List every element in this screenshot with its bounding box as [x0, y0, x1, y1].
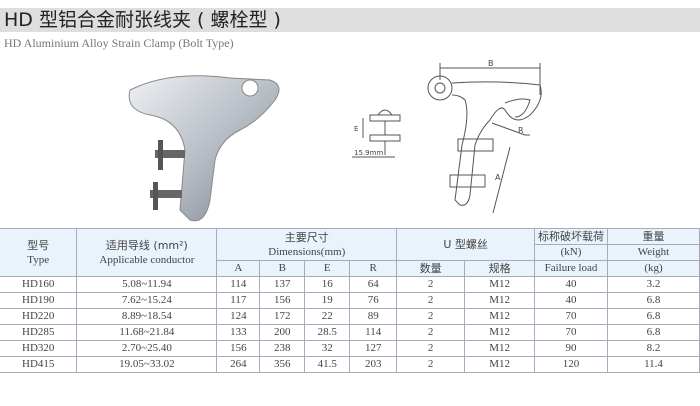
cell-r: 76: [349, 292, 398, 309]
header-a: A: [216, 260, 261, 277]
cell-r: 203: [349, 356, 398, 373]
cell-spec: M12: [464, 276, 536, 293]
header-weight-en: Weight: [606, 244, 700, 261]
cell-e: 41.5: [304, 356, 351, 373]
header-weight-zh: 重量: [606, 228, 700, 245]
cell-load: 40: [534, 276, 608, 293]
cell-conductor: 5.08~11.94: [76, 276, 218, 293]
cell-load: 40: [534, 292, 608, 309]
cell-load: 70: [534, 324, 608, 341]
cell-type: HD160: [0, 276, 78, 293]
header-qty: 数量: [396, 260, 466, 277]
cell-r: 89: [349, 308, 398, 325]
cell-type: HD415: [0, 356, 78, 373]
cell-load: 120: [534, 356, 608, 373]
dim-b-label: B: [488, 59, 494, 68]
cell-b: 172: [259, 308, 306, 325]
cell-conductor: 8.89~18.54: [76, 308, 218, 325]
header-conductor: 适用导线 (mm²)Applicable conductor: [76, 228, 218, 277]
cell-weight: 6.8: [606, 308, 700, 325]
header-load-zh: 标称破坏载荷: [534, 228, 608, 245]
cell-a: 264: [216, 356, 261, 373]
cell-a: 117: [216, 292, 261, 309]
cell-spec: M12: [464, 292, 536, 309]
cell-weight: 6.8: [606, 324, 700, 341]
page-title: HD 型铝合金耐张线夹 ( 螺栓型 ): [4, 9, 281, 31]
cell-load: 70: [534, 308, 608, 325]
dim-15-9mm-label: 15.9mm: [354, 149, 383, 157]
cell-spec: M12: [464, 308, 536, 325]
header-load-en: Failure load: [534, 260, 608, 277]
cell-qty: 2: [396, 340, 466, 357]
cell-type: HD285: [0, 324, 78, 341]
cell-a: 133: [216, 324, 261, 341]
cell-e: 22: [304, 308, 351, 325]
cell-load: 90: [534, 340, 608, 357]
cell-weight: 6.8: [606, 292, 700, 309]
clamp-photo: [128, 75, 280, 222]
cell-e: 28.5: [304, 324, 351, 341]
cell-spec: M12: [464, 340, 536, 357]
cell-type: HD190: [0, 292, 78, 309]
header-e: E: [304, 260, 351, 277]
cell-type: HD320: [0, 340, 78, 357]
cell-b: 200: [259, 324, 306, 341]
header-r: R: [349, 260, 398, 277]
title-bar: [0, 8, 700, 32]
cell-qty: 2: [396, 356, 466, 373]
dim-a-label: A: [495, 173, 501, 182]
cell-b: 137: [259, 276, 306, 293]
cell-b: 238: [259, 340, 306, 357]
dimension-diagram: B R A E 15.9mm: [352, 59, 542, 214]
cell-a: 114: [216, 276, 261, 293]
cell-qty: 2: [396, 324, 466, 341]
cell-conductor: 19.05~33.02: [76, 356, 218, 373]
cell-qty: 2: [396, 308, 466, 325]
cell-conductor: 11.68~21.84: [76, 324, 218, 341]
cell-r: 127: [349, 340, 398, 357]
cell-spec: M12: [464, 324, 536, 341]
cell-weight: 8.2: [606, 340, 700, 357]
cell-qty: 2: [396, 276, 466, 293]
cell-e: 16: [304, 276, 351, 293]
header-spec: 规格: [464, 260, 536, 277]
cell-e: 32: [304, 340, 351, 357]
cell-qty: 2: [396, 292, 466, 309]
cell-conductor: 7.62~15.24: [76, 292, 218, 309]
cell-b: 156: [259, 292, 306, 309]
cell-conductor: 2.70~25.40: [76, 340, 218, 357]
cell-a: 156: [216, 340, 261, 357]
page-subtitle: HD Aluminium Alloy Strain Clamp (Bolt Ty…: [4, 36, 234, 50]
cell-a: 124: [216, 308, 261, 325]
header-weight-unit: (kg): [606, 260, 700, 277]
cell-spec: M12: [464, 356, 536, 373]
cell-r: 64: [349, 276, 398, 293]
cell-type: HD220: [0, 308, 78, 325]
cell-weight: 11.4: [606, 356, 700, 373]
header-b: B: [259, 260, 306, 277]
dim-r-label: R: [518, 126, 524, 135]
header-u-bolt: U 型螺丝: [396, 228, 536, 261]
header-load-unit: (kN): [534, 244, 608, 261]
cell-b: 356: [259, 356, 306, 373]
cell-e: 19: [304, 292, 351, 309]
cell-weight: 3.2: [606, 276, 700, 293]
cell-r: 114: [349, 324, 398, 341]
dim-e-label: E: [354, 125, 358, 133]
